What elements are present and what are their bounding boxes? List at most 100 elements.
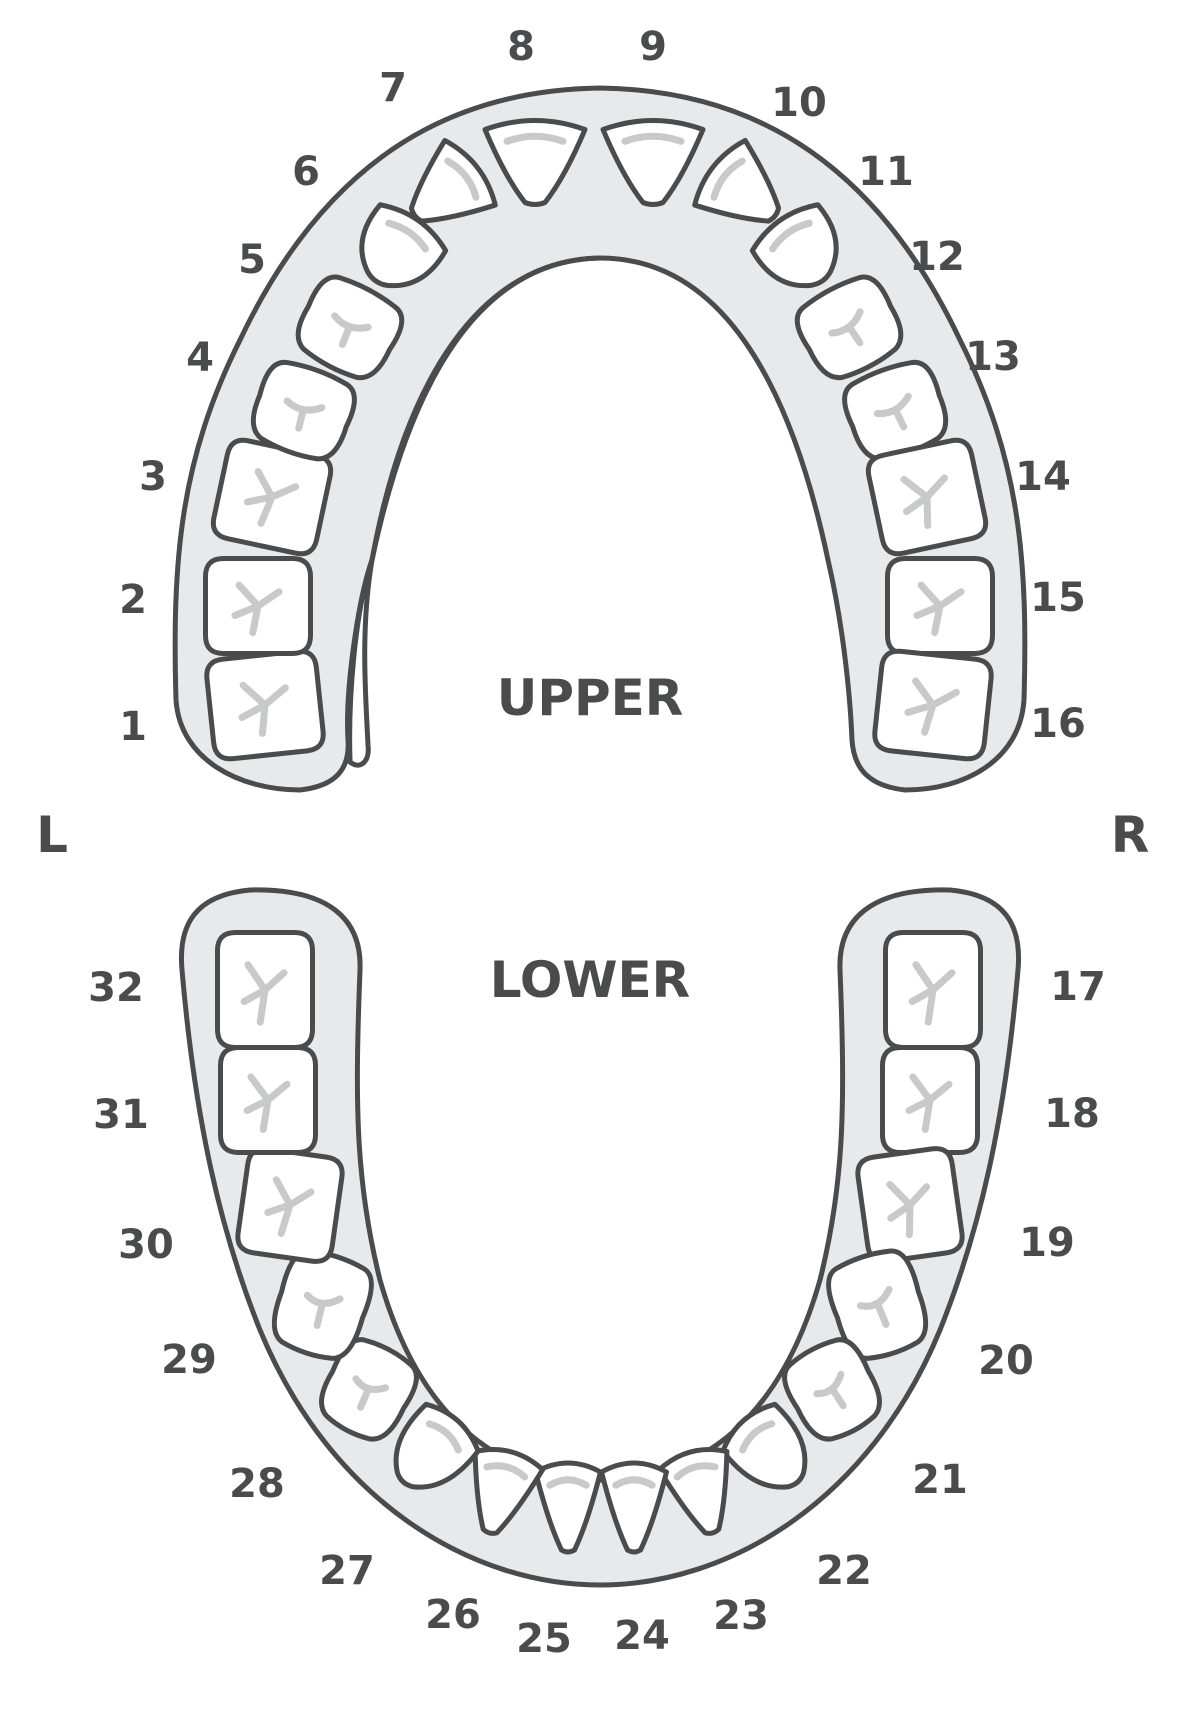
tooth-5-groove — [331, 312, 372, 348]
tooth-31[interactable] — [218, 1045, 318, 1155]
tooth-28[interactable] — [311, 1331, 426, 1450]
tooth-number-3: 3 — [139, 454, 167, 500]
tooth-5[interactable] — [288, 268, 411, 388]
tooth-22[interactable] — [717, 1397, 825, 1505]
tooth-30-groove — [264, 1176, 315, 1237]
tooth-1-groove — [238, 681, 289, 737]
tooth-number-19: 19 — [1019, 1220, 1075, 1266]
tooth-4[interactable] — [244, 355, 361, 468]
tooth-22-crown — [720, 1401, 808, 1490]
tooth-number-23: 23 — [713, 1593, 769, 1639]
tooth-21[interactable] — [776, 1331, 891, 1450]
tooth-number-8: 8 — [507, 24, 535, 70]
tooth-2[interactable] — [203, 556, 313, 656]
tooth-27-crown — [393, 1401, 481, 1490]
tooth-1[interactable] — [204, 648, 326, 762]
tooth-15[interactable] — [885, 556, 995, 656]
tooth-32-groove — [240, 961, 288, 1026]
tooth-11-crown — [749, 202, 839, 289]
tooth-9[interactable] — [600, 118, 706, 207]
tooth-26-groove — [483, 1462, 529, 1481]
tooth-10-crown — [692, 137, 782, 224]
tooth-12-groove — [828, 308, 864, 347]
tooth-7-groove — [444, 157, 480, 201]
tooth-number-21: 21 — [912, 1457, 968, 1503]
tooth-7[interactable] — [390, 135, 503, 248]
tooth-30[interactable] — [235, 1146, 345, 1264]
tooth-25[interactable] — [533, 1460, 603, 1555]
tooth-29-groove — [303, 1291, 344, 1329]
tooth-number-5: 5 — [238, 237, 266, 283]
tooth-26-crown — [472, 1446, 546, 1536]
tooth-number-26: 26 — [425, 1592, 481, 1638]
tooth-8-groove — [503, 132, 567, 145]
tooth-number-1: 1 — [119, 704, 147, 750]
tooth-7-crown — [408, 137, 498, 224]
tooth-3[interactable] — [210, 437, 334, 557]
tooth-32[interactable] — [215, 930, 315, 1050]
tooth-29[interactable] — [265, 1244, 378, 1367]
tooth-3-groove — [243, 468, 300, 527]
tooth-number-13: 13 — [965, 334, 1021, 380]
tooth-number-29: 29 — [161, 1337, 217, 1383]
tooth-16[interactable] — [872, 648, 994, 762]
tooth-22-groove — [739, 1420, 776, 1454]
tooth-23-groove — [673, 1462, 719, 1481]
tooth-11[interactable] — [747, 197, 856, 304]
tooth-number-4: 4 — [186, 335, 214, 381]
tooth-14-groove — [900, 474, 948, 529]
tooth-6[interactable] — [343, 197, 452, 304]
tooth-number-17: 17 — [1050, 964, 1106, 1010]
tooth-number-20: 20 — [978, 1338, 1034, 1384]
tooth-number-10: 10 — [771, 80, 827, 126]
tooth-8[interactable] — [482, 118, 588, 207]
tooth-number-9: 9 — [639, 24, 667, 70]
tooth-20[interactable] — [821, 1244, 934, 1367]
tooth-13[interactable] — [837, 355, 954, 468]
tooth-25-groove — [546, 1476, 590, 1489]
tooth-27-groove — [425, 1420, 462, 1454]
tooth-number-32: 32 — [88, 965, 144, 1011]
tooth-13-groove — [873, 392, 912, 431]
tooth-21-groove — [813, 1370, 847, 1410]
tooth-number-12: 12 — [909, 234, 965, 280]
tooth-24[interactable] — [599, 1460, 669, 1555]
right-side-label: R — [1111, 806, 1150, 864]
tooth-number-11: 11 — [858, 149, 914, 195]
tooth-15-groove — [913, 581, 965, 637]
tooth-19-groove — [886, 1181, 931, 1239]
tooth-number-28: 28 — [229, 1461, 285, 1507]
tooth-28-groove — [352, 1375, 390, 1411]
tooth-number-27: 27 — [319, 1548, 375, 1594]
tooth-17[interactable] — [883, 930, 983, 1050]
lower-label: LOWER — [490, 951, 690, 1009]
left-side-label: L — [36, 806, 68, 864]
tooth-19[interactable] — [855, 1146, 965, 1264]
tooth-23[interactable] — [656, 1443, 746, 1542]
tooth-26[interactable] — [456, 1443, 546, 1542]
tooth-number-25: 25 — [516, 1616, 572, 1662]
tooth-number-30: 30 — [118, 1222, 174, 1268]
tooth-10-groove — [710, 157, 746, 201]
tooth-number-15: 15 — [1030, 575, 1086, 621]
tooth-16-groove — [904, 677, 960, 736]
tooth-27[interactable] — [377, 1397, 485, 1505]
tooth-18-groove — [905, 1073, 953, 1133]
tooth-10[interactable] — [688, 135, 801, 248]
tooth-14[interactable] — [865, 437, 989, 557]
tooth-number-18: 18 — [1044, 1091, 1100, 1137]
tooth-12[interactable] — [789, 268, 912, 388]
tooth-6-groove — [385, 219, 429, 253]
tooth-number-31: 31 — [93, 1092, 149, 1138]
tooth-number-14: 14 — [1015, 454, 1071, 500]
tooth-number-16: 16 — [1030, 701, 1086, 747]
tooth-number-7: 7 — [379, 65, 407, 111]
tooth-18[interactable] — [880, 1045, 980, 1155]
tooth-24-groove — [612, 1476, 656, 1489]
tooth-number-22: 22 — [816, 1548, 872, 1594]
tooth-number-24: 24 — [614, 1613, 670, 1659]
upper-inner-outline — [347, 255, 601, 768]
tooth-11-groove — [769, 219, 813, 253]
